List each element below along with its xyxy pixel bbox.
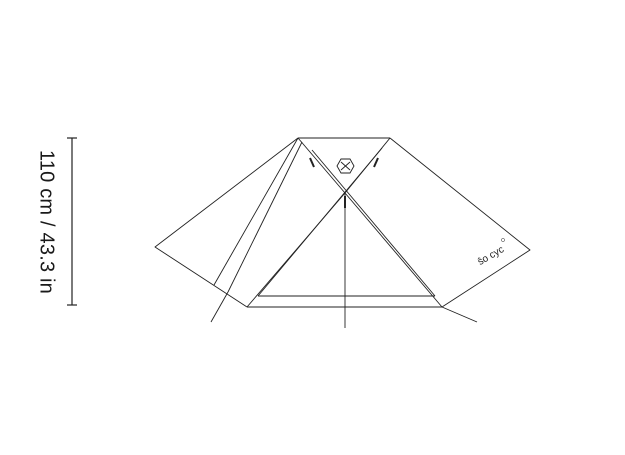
door-inner-left	[257, 147, 383, 297]
tent-left-guyline	[210, 291, 229, 323]
tent-right-guyline	[441, 306, 478, 323]
tent-right-panel-edge	[389, 137, 531, 308]
door-inner-right	[311, 149, 436, 297]
zipper-pull-left	[309, 157, 315, 168]
zipper-pulls	[309, 157, 379, 208]
height-dimension-label: 110 cm / 43.3 in	[35, 149, 58, 295]
door-right-edge	[344, 192, 443, 308]
door-zip-left	[297, 137, 346, 194]
registered-mark-icon	[501, 238, 505, 242]
height-dimension-marker	[67, 137, 77, 306]
hexagon-x-logo-icon	[336, 158, 355, 174]
tent-left-seam-2	[227, 141, 303, 293]
zipper-pull-right	[373, 157, 379, 168]
tent-left-seam-1	[213, 137, 299, 286]
tent-left-panel-edge	[154, 137, 299, 308]
tent-outline	[154, 137, 531, 328]
